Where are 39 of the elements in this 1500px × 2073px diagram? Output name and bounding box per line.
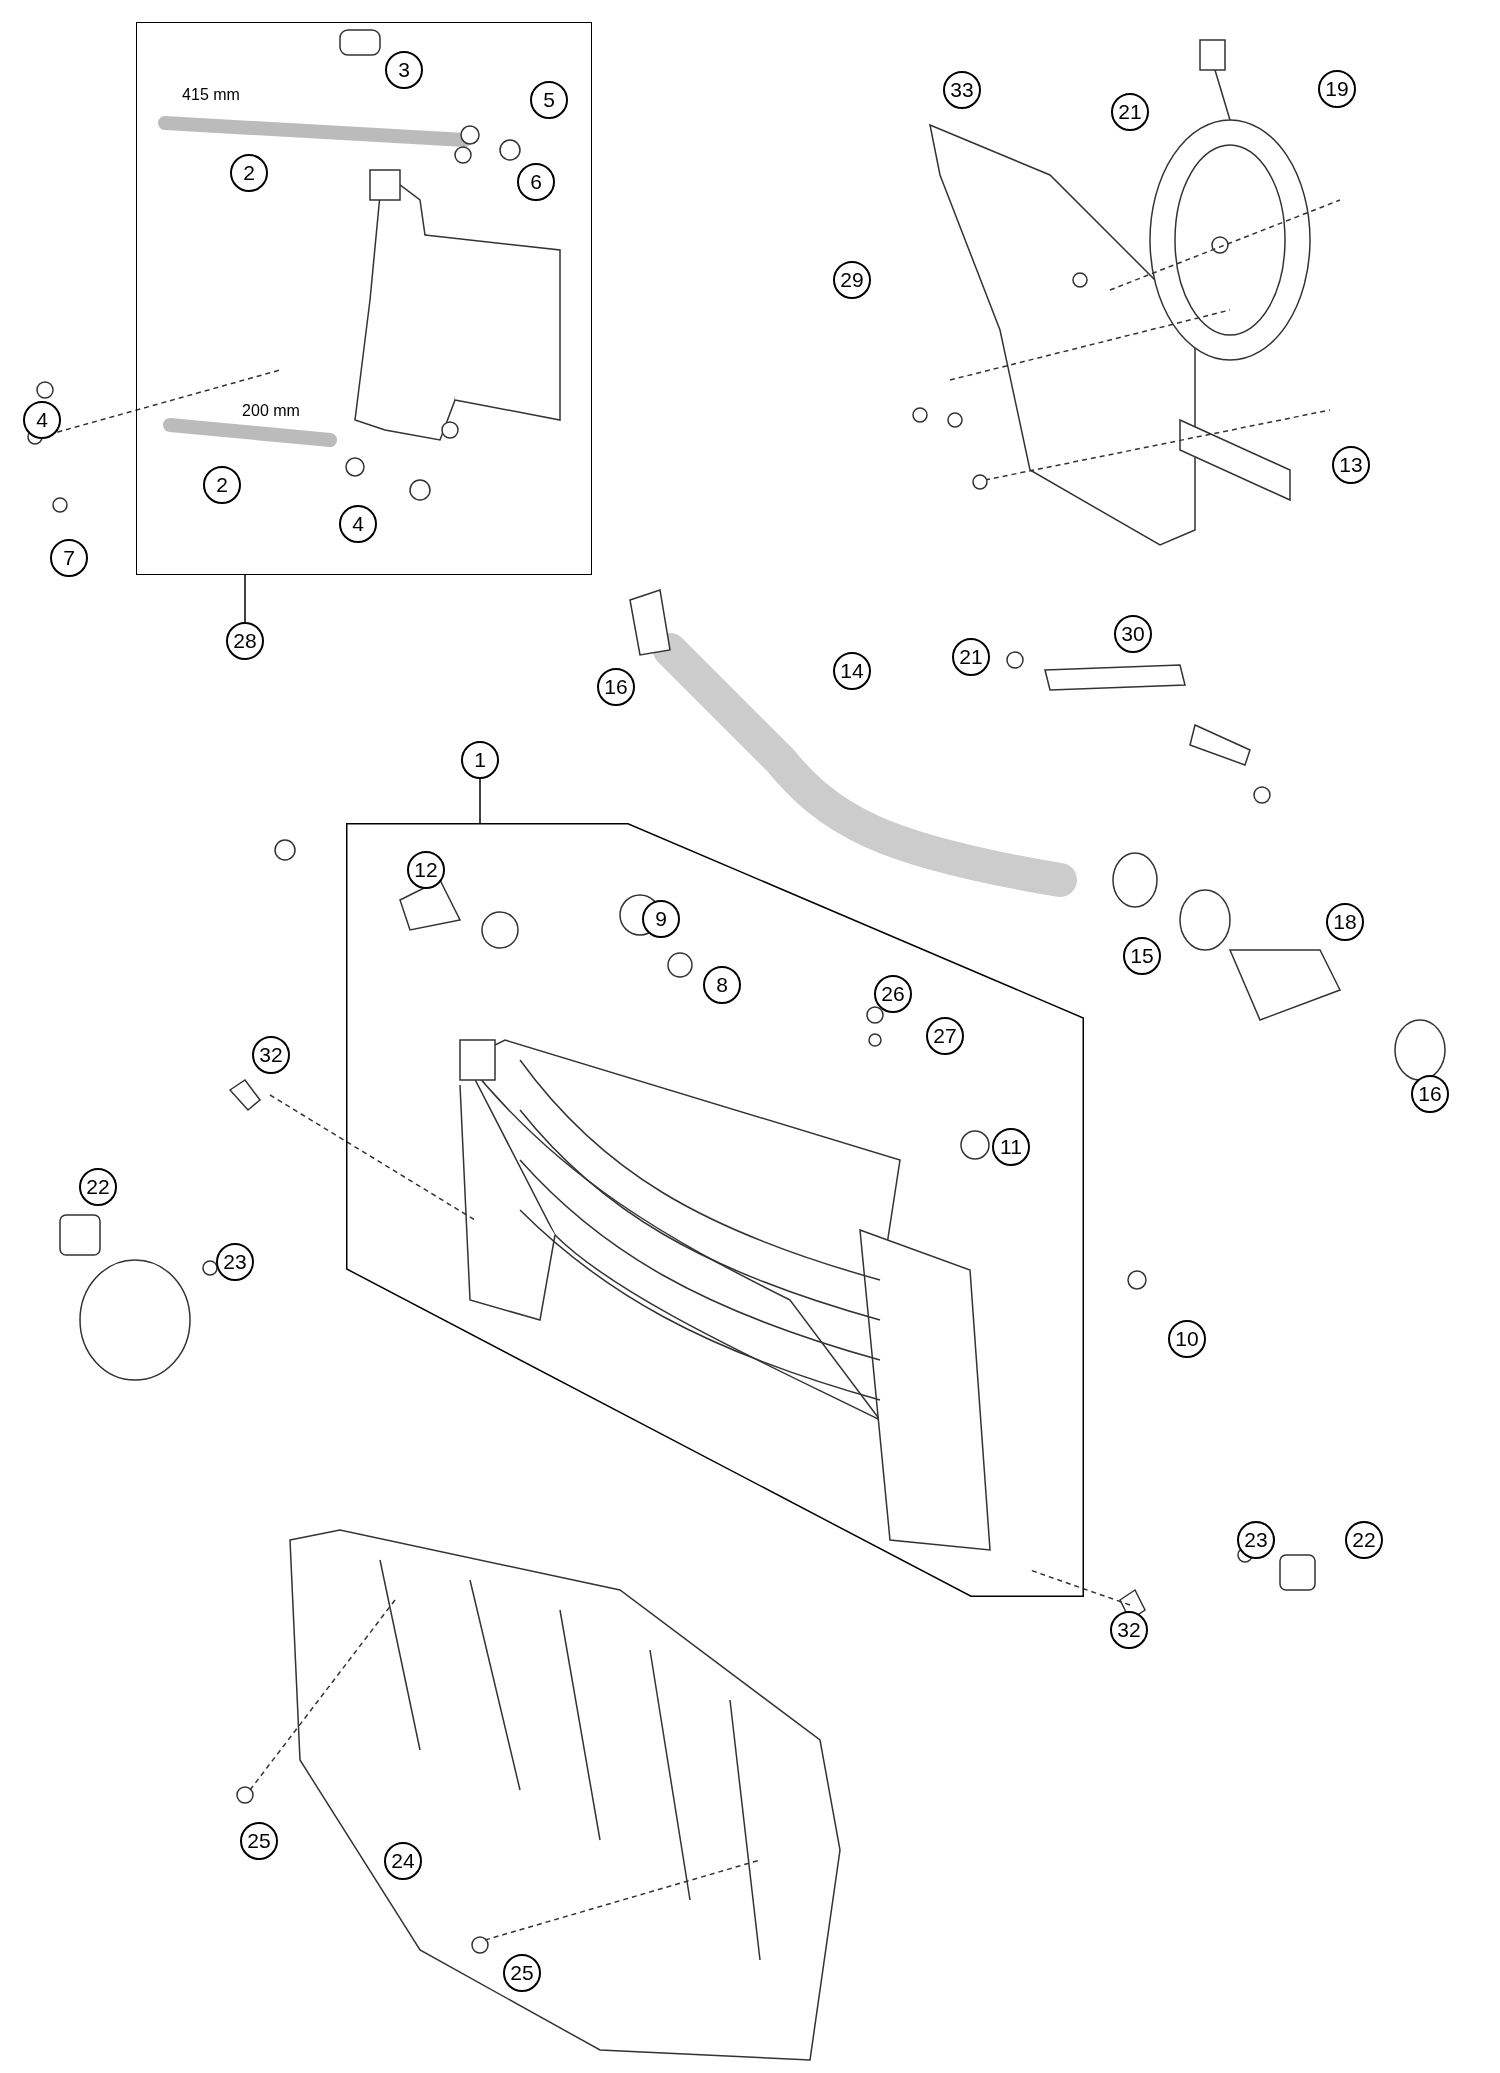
callout-number: 29 <box>833 261 871 299</box>
callout-number: 19 <box>1318 70 1356 108</box>
callout-number: 16 <box>597 668 635 706</box>
callout-number: 28 <box>226 622 264 660</box>
callout-number: 33 <box>943 71 981 109</box>
callout-number: 23 <box>1237 1521 1275 1559</box>
callout-number: 15 <box>1123 937 1161 975</box>
callout-number: 18 <box>1326 903 1364 941</box>
callout-number: 23 <box>216 1243 254 1281</box>
callout-number: 21 <box>952 638 990 676</box>
callout-number: 3 <box>385 51 423 89</box>
callout-number: 6 <box>517 163 555 201</box>
callout-number: 32 <box>252 1036 290 1074</box>
callout-number: 2 <box>203 466 241 504</box>
callout-number: 5 <box>530 81 568 119</box>
callout-number: 9 <box>642 900 680 938</box>
callout-number: 10 <box>1168 1320 1206 1358</box>
callout-number: 26 <box>874 975 912 1013</box>
callout-number: 2 <box>230 154 268 192</box>
assembly-outline <box>346 823 1084 1597</box>
callout-number: 25 <box>240 1822 278 1860</box>
leader-line <box>479 778 481 824</box>
callout-number: 16 <box>1411 1075 1449 1113</box>
callout-number: 12 <box>407 851 445 889</box>
callout-number: 14 <box>833 652 871 690</box>
callout-number: 11 <box>992 1128 1030 1166</box>
callout-number: 22 <box>79 1168 117 1206</box>
callout-number: 27 <box>926 1017 964 1055</box>
callout-number: 1 <box>461 741 499 779</box>
leader-line <box>244 574 246 623</box>
callout-number: 30 <box>1114 615 1152 653</box>
callout-number: 21 <box>1111 93 1149 131</box>
callout-number: 32 <box>1110 1611 1148 1649</box>
callout-number: 7 <box>50 539 88 577</box>
callout-number: 22 <box>1345 1521 1383 1559</box>
callout-number: 4 <box>23 401 61 439</box>
callout-number: 4 <box>339 505 377 543</box>
callout-number: 13 <box>1332 446 1370 484</box>
callout-number: 8 <box>703 966 741 1004</box>
